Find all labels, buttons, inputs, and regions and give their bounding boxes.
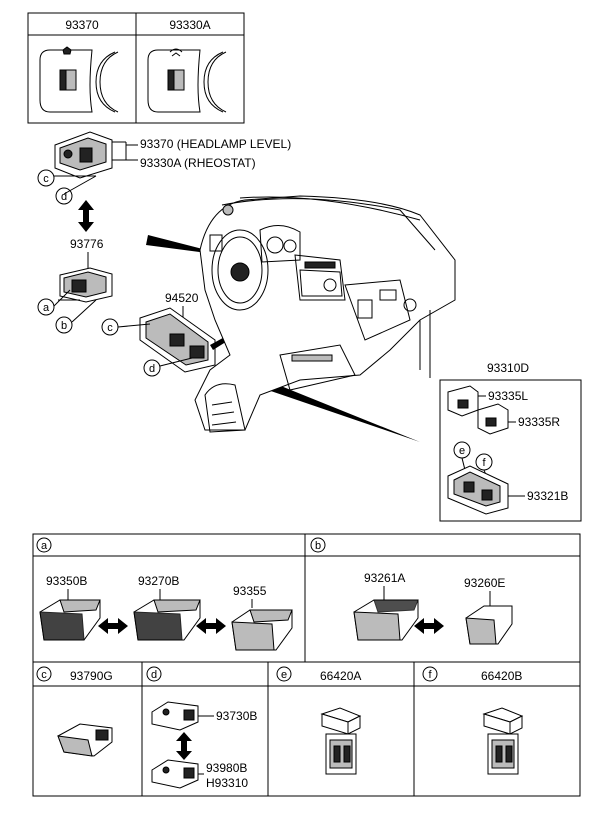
callout-93310D: 93310D (487, 361, 529, 375)
circle-c-mid: c (101, 318, 119, 336)
callout-93335R: 93335R (518, 415, 560, 429)
panel-d-header: d (146, 666, 162, 682)
switch-93355 (231, 609, 293, 651)
svg-text:a: a (41, 540, 48, 552)
dashboard-illustration (194, 195, 456, 433)
switch-93270B (133, 599, 201, 641)
svg-text:e: e (281, 669, 287, 681)
panel-a-header: a (36, 537, 52, 553)
panel-f-header: f (422, 666, 438, 682)
svg-text:f: f (482, 457, 486, 469)
switch-93730B (151, 701, 199, 731)
panel-c-header: c (36, 666, 52, 682)
panel-b-part-1: 93261A (364, 571, 405, 585)
pointer-wedge-3 (262, 380, 420, 442)
callout-93776: 93776 (70, 237, 104, 251)
panel-f-part: 66420B (481, 669, 522, 683)
circle-b-left: b (55, 316, 73, 334)
svg-text:f: f (428, 669, 432, 681)
switch-housing-assembly (54, 131, 138, 195)
circle-a-left: a (37, 298, 55, 316)
table-col1-label: 93370 (65, 18, 99, 32)
bottom-parts-table (32, 533, 581, 797)
circle-f-box: f (475, 453, 493, 471)
panel-a-part-1: 93350B (46, 574, 87, 588)
panel-d-part-3: H93310 (206, 776, 248, 790)
circle-e-box: e (453, 441, 471, 459)
panel-b-part-2: 93260E (464, 576, 505, 590)
callout-93321B: 93321B (527, 489, 568, 503)
double-arrow-icon (98, 618, 128, 634)
svg-text:a: a (43, 302, 50, 314)
connector-66420B (482, 707, 524, 775)
switch-cover-93335R (477, 403, 509, 435)
switch-93260E (465, 605, 513, 645)
panel-d-part-2: 93980B (206, 761, 247, 775)
svg-text:d: d (149, 363, 155, 375)
svg-text:d: d (61, 191, 67, 203)
panel-e-header: e (276, 666, 292, 682)
switch-93790G (57, 723, 113, 757)
top-reference-table: 93370 93330A (27, 12, 245, 124)
box-93310D (439, 379, 582, 522)
circle-d-mid: d (143, 359, 161, 377)
switch-93350B (39, 599, 101, 641)
panel-e-part: 66420A (320, 669, 361, 683)
panel-d-part-1: 93730B (216, 709, 257, 723)
headlamp-switch-face-icon (39, 46, 119, 113)
callout-rheostat: 93330A (RHEOSTAT) (140, 156, 256, 170)
table-col2-label: 93330A (169, 18, 210, 32)
callout-headlamp-level: 93370 (HEADLAMP LEVEL) (140, 137, 291, 151)
panel-a-part-2: 93270B (138, 574, 179, 588)
switch-93261A (353, 599, 419, 641)
panel-a-part-3: 93355 (233, 584, 267, 598)
switch-cover-93335L (447, 385, 479, 417)
panel-b-header: b (310, 537, 326, 553)
callout-94520: 94520 (165, 291, 199, 305)
double-arrow-icon (78, 200, 94, 232)
svg-text:d: d (151, 669, 157, 681)
rheostat-switch-face-icon (147, 48, 227, 113)
double-arrow-icon (176, 732, 192, 760)
svg-text:e: e (459, 445, 465, 457)
svg-text:c: c (107, 322, 113, 334)
svg-text:c: c (41, 669, 47, 681)
switch-94520 (139, 307, 216, 373)
circle-d-top: d (55, 187, 73, 205)
double-arrow-icon (414, 618, 444, 634)
switch-assy-93321B (447, 465, 509, 515)
callout-93335L: 93335L (488, 389, 528, 403)
switch-93776 (58, 267, 113, 303)
svg-text:b: b (61, 320, 67, 332)
connector-66420A (320, 707, 362, 775)
double-arrow-icon (196, 618, 226, 634)
svg-text:c: c (43, 173, 49, 185)
circle-c-top: c (37, 169, 55, 187)
panel-c-part: 93790G (70, 669, 113, 683)
switch-93980B (151, 759, 199, 789)
svg-text:b: b (315, 540, 321, 552)
